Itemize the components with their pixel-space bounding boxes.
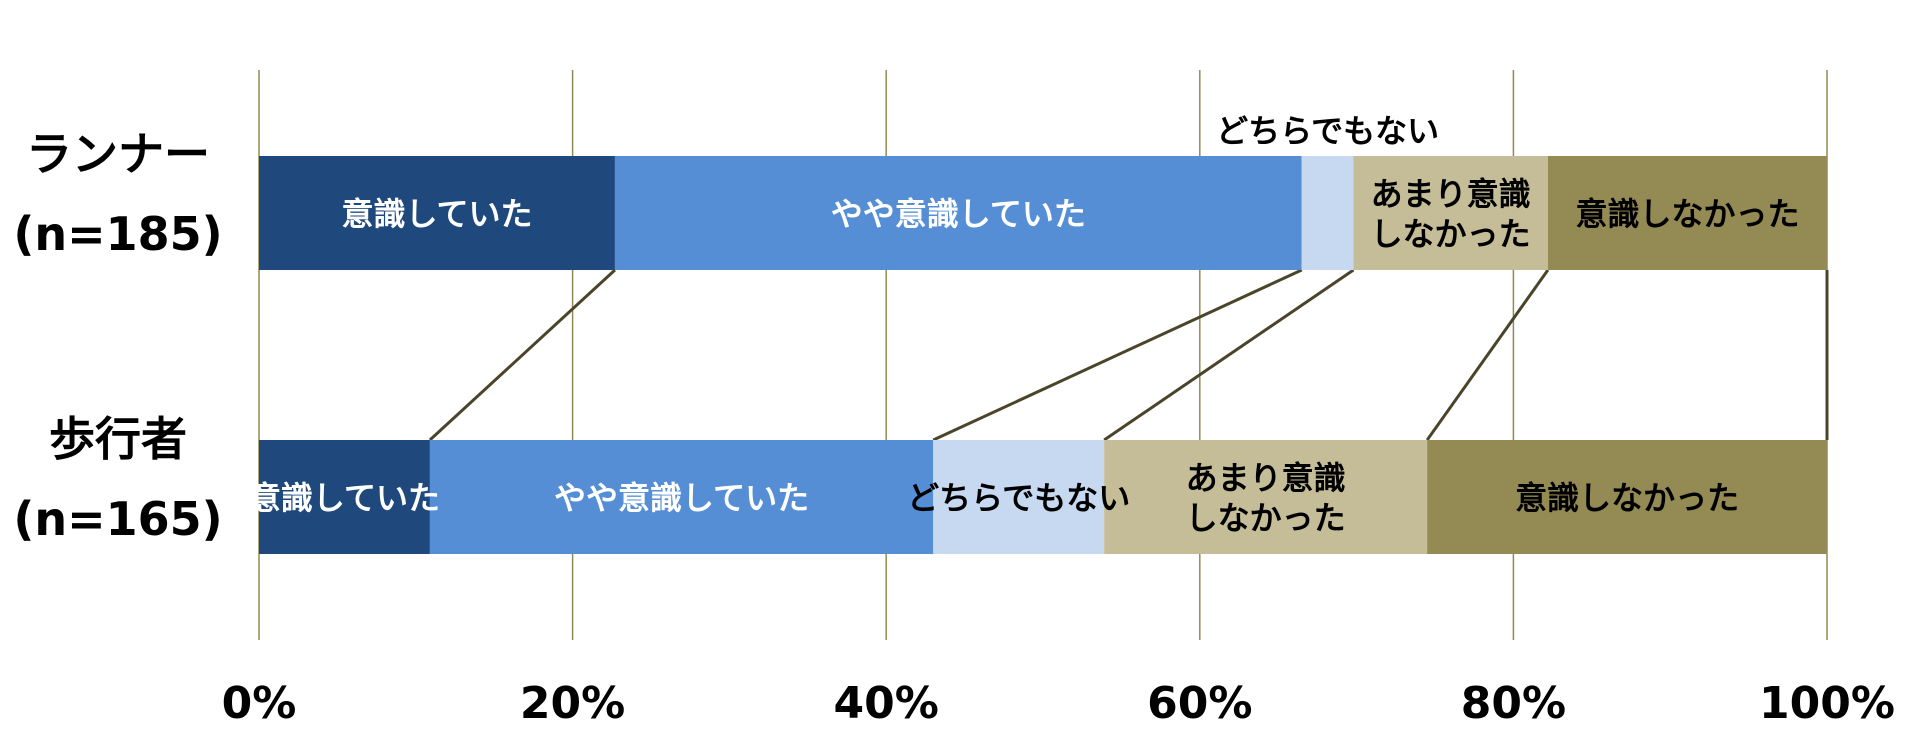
segment-label: 意識していた	[249, 479, 440, 517]
category-count: (n=165)	[13, 492, 222, 546]
segment-label: やや意識していた	[831, 195, 1086, 233]
category-name: 歩行者	[49, 412, 187, 466]
segment-label: どちらでもない	[1216, 112, 1439, 150]
bar-segment	[1547, 156, 1827, 270]
bar-segment	[1427, 440, 1827, 554]
bar-segment	[614, 156, 1302, 270]
bar-segment	[1301, 156, 1354, 270]
x-tick-label: 0%	[222, 678, 297, 729]
x-tick-label: 100%	[1759, 678, 1895, 729]
segment-label: やや意識していた	[554, 479, 809, 517]
bar-segments	[259, 156, 1827, 554]
grid-lines	[258, 70, 1828, 640]
series-connector-line	[932, 268, 1303, 442]
segment-label: 意識しなかった	[1575, 195, 1799, 233]
segment-label: どちらでもない	[907, 479, 1130, 517]
bar-segment	[1104, 440, 1428, 554]
x-axis-tick-labels: 0% 20% 40% 60% 80% 100%	[222, 678, 1895, 729]
category-count: (n=185)	[13, 207, 222, 261]
category-labels: ランナー (n=185) 歩行者 (n=165)	[13, 127, 222, 546]
bar-segment	[933, 440, 1105, 554]
series-connector-line	[428, 268, 616, 442]
x-tick-label: 60%	[1147, 678, 1252, 729]
segment-label: 意識しなかった	[1515, 479, 1739, 517]
segment-label: しなかった	[1186, 499, 1346, 537]
category-name: ランナー	[26, 127, 210, 181]
bar-segment	[429, 440, 934, 554]
segment-labels: 意識していたやや意識していたどちらでもないあまり意識しなかった意識しなかった意識…	[249, 112, 1800, 537]
series-connector-line	[1425, 269, 1550, 441]
x-tick-label: 40%	[834, 678, 939, 729]
x-tick-label: 80%	[1461, 678, 1566, 729]
series-connectors	[428, 268, 1829, 442]
x-tick-label: 20%	[520, 678, 625, 729]
bar-segment	[259, 156, 615, 270]
segment-label: あまり意識	[1186, 459, 1346, 497]
bar-segment	[1353, 156, 1548, 270]
bar-segment	[259, 440, 430, 554]
segment-label: しなかった	[1371, 215, 1531, 253]
series-connector-line	[1103, 268, 1355, 442]
segment-label: 意識していた	[341, 195, 532, 233]
segment-label: あまり意識	[1371, 175, 1531, 213]
